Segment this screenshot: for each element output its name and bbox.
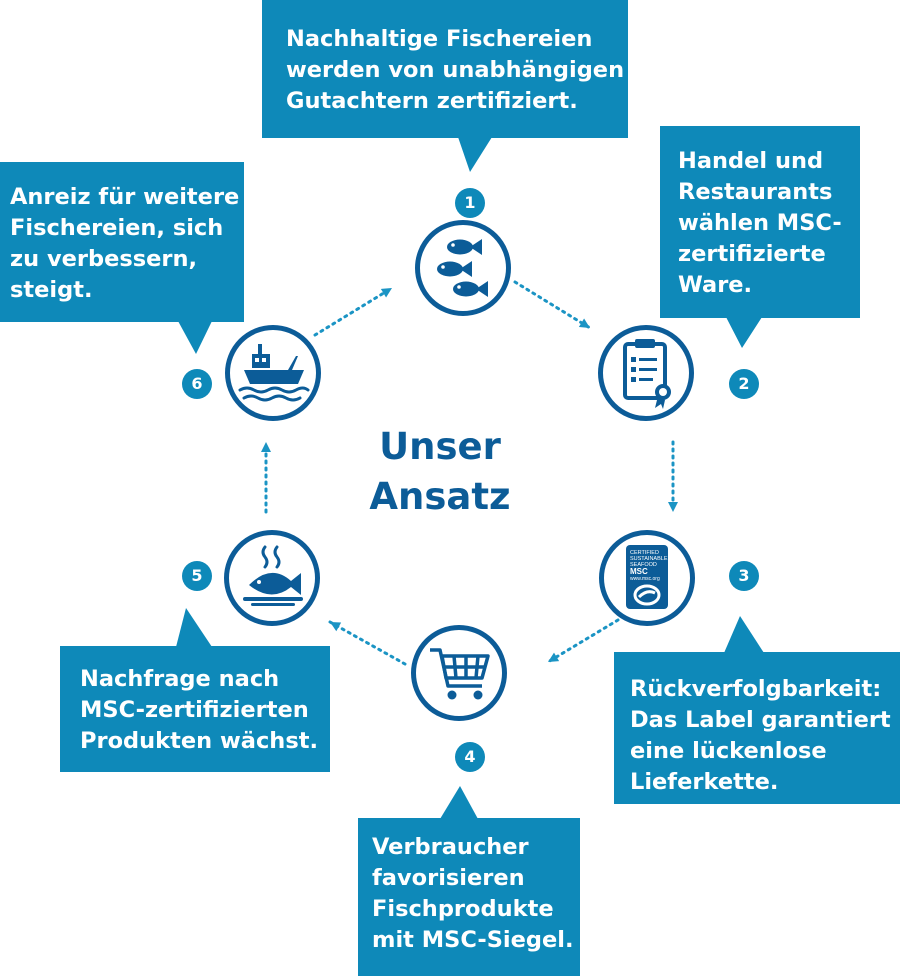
msc-label-icon: CERTIFIED SUSTAINABLE SEAFOOD MSC www.ms… (626, 545, 668, 609)
arrow-1-2-head (578, 318, 590, 328)
arrow-1-2-line (513, 280, 592, 330)
step-5-circle (224, 530, 320, 626)
step-5-pointer (176, 608, 212, 647)
fish-school-icon (437, 239, 488, 297)
arrow-5-6-head (261, 442, 271, 452)
arrow-6-1-line (313, 286, 394, 337)
step-1-number: 1 (455, 188, 485, 218)
msc-line2: SUSTAINABLE (630, 556, 668, 562)
center-title: Unser Ansatz (350, 422, 530, 522)
step-5-text: Nachfrage nach MSC-zertifizierten Produk… (80, 666, 319, 754)
step-2-text: Handel und Restaurants wählen MSC- zerti… (678, 148, 842, 298)
center-title-line1: Unser (379, 425, 501, 468)
fishing-boat-icon (238, 344, 310, 402)
step-2-pointer (726, 317, 762, 348)
shopping-cart-icon (430, 648, 490, 700)
msc-brand: MSC (630, 567, 648, 576)
step-3-number: 3 (729, 561, 759, 591)
arrow-4-5-head (330, 622, 342, 632)
clipboard-checklist-icon (623, 339, 671, 409)
step-2-number: 2 (729, 369, 759, 399)
step-4-number: 4 (455, 742, 485, 772)
arrow-2-3-head (668, 502, 678, 512)
step-6-circle (225, 325, 321, 421)
center-title-line2: Ansatz (369, 475, 511, 518)
step-2-circle (598, 325, 694, 421)
step-1-box: Nachhaltige Fischereien werden von unabh… (262, 0, 628, 138)
step-3-pointer (724, 616, 764, 653)
arrow-4-5-line (328, 620, 407, 666)
step-3-text: Rückverfolgbarkeit: Das Label garantiert… (630, 676, 891, 795)
step-2-box: Handel und Restaurants wählen MSC- zerti… (660, 126, 860, 318)
step-6-text: Anreiz für weitere Fischereien, sich zu … (10, 184, 240, 303)
step-4-circle (411, 625, 507, 721)
msc-url: www.msc.org (630, 576, 660, 582)
step-3-box: Rückverfolgbarkeit: Das Label garantiert… (614, 652, 900, 804)
step-4-pointer (440, 786, 478, 819)
step-1-pointer (458, 137, 492, 172)
step-6-number: 6 (182, 369, 212, 399)
arrow-3-4-head (548, 652, 560, 662)
step-4-box: Verbraucher favorisieren Fischprodukte m… (358, 818, 580, 976)
step-1-text: Nachhaltige Fischereien werden von unabh… (286, 26, 625, 114)
step-4-text: Verbraucher favorisieren Fischprodukte m… (372, 834, 574, 953)
arrow-3-4-line (546, 618, 620, 664)
step-5-box: Nachfrage nach MSC-zertifizierten Produk… (60, 646, 330, 772)
step-6-box: Anreiz für weitere Fischereien, sich zu … (0, 162, 244, 322)
msc-line1: CERTIFIED (630, 550, 659, 556)
step-5-number: 5 (182, 561, 212, 591)
msc-line3: SEAFOOD (630, 562, 657, 568)
cooked-fish-plate-icon (243, 545, 303, 606)
step-6-pointer (178, 321, 212, 354)
arrow-6-1-head (380, 288, 392, 298)
step-3-circle: CERTIFIED SUSTAINABLE SEAFOOD MSC www.ms… (599, 530, 695, 626)
step-1-circle (415, 220, 511, 316)
